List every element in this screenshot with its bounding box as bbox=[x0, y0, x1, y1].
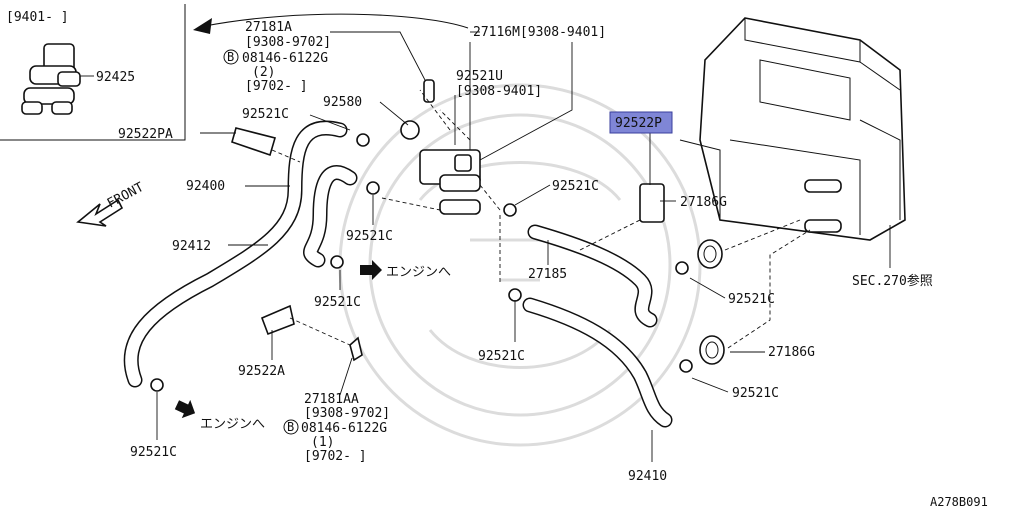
top-arrow bbox=[193, 13, 469, 34]
label-27181a-qty1: (2) bbox=[252, 65, 275, 80]
front-label: FRONT bbox=[105, 180, 147, 212]
label-27186g-1[interactable]: 27186G bbox=[680, 195, 727, 210]
clamp-icons bbox=[150, 133, 693, 392]
label-92522a[interactable]: 92522A bbox=[238, 364, 285, 379]
label-92521c-3[interactable]: 92521C bbox=[346, 229, 393, 244]
label-27185[interactable]: 27185 bbox=[528, 267, 567, 282]
engine-label-2: エンジンへ bbox=[200, 417, 265, 432]
engine-arrow-icon bbox=[174, 260, 382, 419]
front-arrow-icon bbox=[76, 198, 124, 227]
label-92521u[interactable]: 92521U bbox=[456, 69, 503, 84]
label-92521c-5[interactable]: 92521C bbox=[728, 292, 775, 307]
label-27181aa[interactable]: 27181AA bbox=[304, 392, 359, 407]
label-leaders bbox=[156, 31, 765, 462]
label-27181a-range2: [9702- ] bbox=[245, 79, 308, 94]
label-92521c-1[interactable]: 92521C bbox=[242, 107, 289, 122]
bolt-mark-2: B bbox=[287, 420, 294, 434]
inset-box: [9401- ] 92425 bbox=[0, 4, 186, 141]
inset-range-label: [9401- ] bbox=[6, 10, 69, 25]
label-92521c-6[interactable]: 92521C bbox=[478, 349, 525, 364]
label-92580[interactable]: 92580 bbox=[323, 95, 362, 110]
engine-label-1: エンジンへ bbox=[386, 265, 451, 280]
bolt-mark-icon bbox=[223, 49, 299, 435]
bolt-mark-1: B bbox=[227, 50, 234, 64]
label-92410[interactable]: 92410 bbox=[628, 469, 667, 484]
label-27116m[interactable]: 27116M[9308-9401] bbox=[473, 25, 606, 40]
highlight-92522p[interactable] bbox=[609, 111, 673, 134]
part-labels: 27181A [9308-9702] 08146-6122G (2) [9702… bbox=[118, 20, 988, 509]
label-92400[interactable]: 92400 bbox=[186, 179, 225, 194]
label-27181a[interactable]: 27181A bbox=[245, 20, 292, 35]
label-27181a-bolt1: 08146-6122G bbox=[242, 51, 328, 66]
label-27186g-2[interactable]: 27186G bbox=[768, 345, 815, 360]
inset-valve-icon bbox=[21, 43, 81, 115]
grommet-icons bbox=[697, 239, 725, 365]
label-27181a-range1: [9308-9702] bbox=[245, 35, 331, 50]
label-92522p[interactable]: 92522P bbox=[615, 116, 662, 131]
label-92522pa[interactable]: 92522PA bbox=[118, 127, 173, 142]
hose-92400 bbox=[123, 120, 348, 388]
hose-92410 bbox=[522, 297, 673, 428]
bracket-icons bbox=[231, 127, 665, 362]
reference-code: A278B091 bbox=[930, 495, 988, 509]
inset-part-label: 92425 bbox=[96, 70, 135, 85]
sec270-label: SEC.270参照 bbox=[852, 273, 933, 289]
label-92521c-8[interactable]: 92521C bbox=[130, 445, 177, 460]
label-27181aa-bolt: 08146-6122G bbox=[301, 421, 387, 436]
hose-27185 bbox=[527, 224, 658, 328]
label-92521c-2[interactable]: 92521C bbox=[552, 179, 599, 194]
water-valve-icon bbox=[400, 79, 481, 215]
label-27181aa-range1: [9308-9702] bbox=[304, 406, 390, 421]
label-27181aa-qty: (1) bbox=[311, 435, 334, 450]
label-92521c-4[interactable]: 92521C bbox=[314, 295, 361, 310]
label-92521c-7[interactable]: 92521C bbox=[732, 386, 779, 401]
label-92521u-range: [9308-9401] bbox=[456, 84, 542, 99]
heater-unit-icon bbox=[679, 17, 906, 241]
hose-92412 bbox=[303, 165, 358, 268]
label-92412[interactable]: 92412 bbox=[172, 239, 211, 254]
label-27181aa-range2: [9702- ] bbox=[304, 449, 367, 464]
